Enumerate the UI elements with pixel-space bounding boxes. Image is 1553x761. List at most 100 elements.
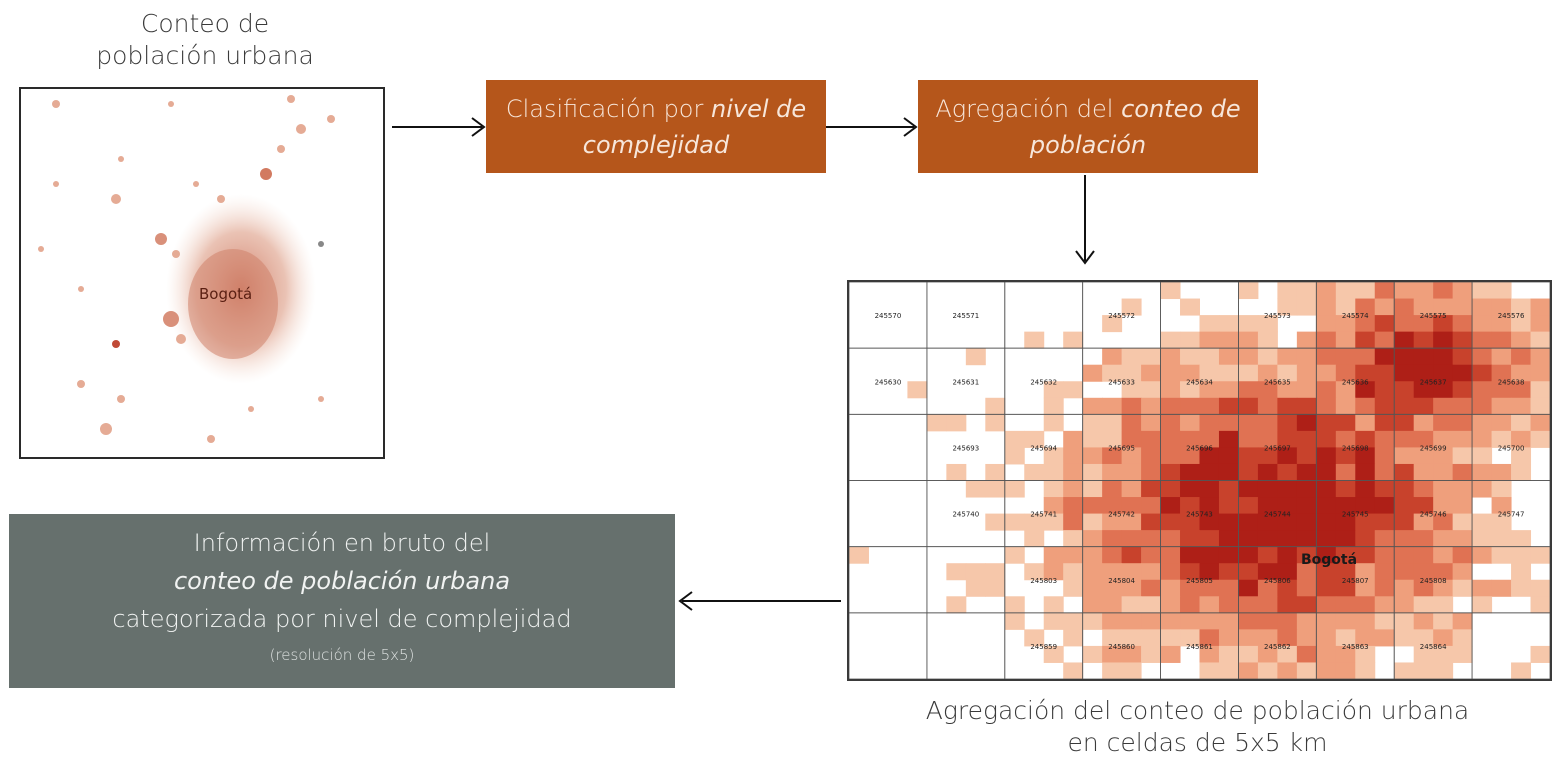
density-pixel [1199, 513, 1220, 531]
density-pixel [1024, 530, 1045, 548]
density-pixel [1199, 463, 1220, 481]
density-pixel [1121, 463, 1142, 481]
density-pixel [1257, 546, 1278, 564]
density-pixel [1530, 315, 1550, 333]
density-pixel [1296, 546, 1317, 564]
density-pixel [1472, 364, 1493, 382]
grid-cell-id: 245806 [1264, 577, 1291, 585]
density-pixel [1296, 430, 1317, 448]
raw-map-city-label: Bogotá [199, 285, 252, 303]
density-pixel [1413, 315, 1434, 333]
density-pixel [1257, 348, 1278, 366]
density-pixel [1394, 563, 1415, 581]
density-pixel [1355, 513, 1376, 531]
grid-cell-id: 245570 [875, 312, 902, 320]
density-pixel [1160, 629, 1181, 647]
density-pixel [1335, 414, 1356, 432]
density-pixel [1491, 530, 1512, 548]
density-pixel [1335, 497, 1356, 515]
density-pixel [1199, 430, 1220, 448]
density-pixel [1452, 546, 1473, 564]
density-pixel [1374, 348, 1395, 366]
density-pixel [1316, 546, 1337, 564]
density-pixel [1199, 331, 1220, 349]
density-pixel [1296, 662, 1317, 679]
density-pixel [1199, 447, 1220, 465]
density-pixel [1472, 414, 1493, 432]
density-pixel [1277, 364, 1298, 382]
density-pixel [1433, 596, 1454, 614]
density-pixel [1257, 430, 1278, 448]
density-pixel [1218, 596, 1239, 614]
density-pixel [1218, 381, 1239, 399]
density-pixel [1374, 315, 1395, 333]
grid-cell-id: 245807 [1342, 577, 1369, 585]
density-pixel [985, 463, 1006, 481]
density-pixel [907, 381, 928, 399]
density-pixel [1394, 596, 1415, 614]
density-pixel [1530, 381, 1550, 399]
density-pixel [1394, 530, 1415, 548]
density-pixel [1413, 629, 1434, 647]
density-pixel [985, 563, 1006, 581]
density-pixel [1082, 546, 1103, 564]
density-pixel [1472, 480, 1493, 498]
density-pixel [1452, 563, 1473, 581]
grid-cell-id: 245637 [1420, 378, 1447, 386]
density-pixel [1141, 513, 1162, 531]
density-pixel [1218, 414, 1239, 432]
result-note: (resolución de 5x5) [269, 646, 415, 664]
density-pixel [1199, 596, 1220, 614]
density-pixel [1394, 447, 1415, 465]
density-pixel [1511, 414, 1532, 432]
density-pixel [1355, 381, 1376, 399]
density-pixel [1004, 596, 1025, 614]
density-pixel [1063, 513, 1084, 531]
grid-cell-id: 245633 [1108, 378, 1135, 386]
density-pixel [1102, 563, 1123, 581]
density-pixel [1316, 662, 1337, 679]
density-pixel [1296, 447, 1317, 465]
density-pixel [1413, 530, 1434, 548]
density-pixel [1180, 331, 1200, 349]
density-pixel [1102, 414, 1123, 432]
density-pixel [1355, 282, 1376, 300]
density-pixel [1141, 381, 1162, 399]
density-pixel [1102, 497, 1123, 515]
density-pixel [1491, 480, 1512, 498]
density-pixel [1491, 298, 1512, 316]
density-layer [849, 282, 1550, 679]
density-pixel [1043, 563, 1064, 581]
density-pixel [1374, 364, 1395, 382]
density-pixel [1238, 579, 1259, 597]
density-pixel [1491, 381, 1512, 399]
density-pixel [1394, 612, 1415, 630]
density-pixel [1452, 331, 1473, 349]
density-pixel [1121, 430, 1142, 448]
density-pixel [1413, 645, 1434, 663]
arrow-classification-to-aggregation [826, 117, 918, 137]
density-pixel [1160, 612, 1181, 630]
density-pixel [1024, 563, 1045, 581]
grid-cell-id: 245742 [1108, 511, 1135, 519]
density-pixel [1530, 331, 1550, 349]
density-pixel [985, 513, 1006, 531]
density-pixel [1082, 563, 1103, 581]
density-pixel [1102, 430, 1123, 448]
density-pixel [1063, 497, 1084, 515]
density-pixel [1472, 447, 1493, 465]
density-pixel [1141, 530, 1162, 548]
density-pixel [1433, 447, 1454, 465]
density-pixel [1452, 298, 1473, 316]
density-pixel [1413, 381, 1434, 399]
density-pixel [1413, 662, 1434, 679]
grid-cell-id: 245863 [1342, 643, 1369, 651]
density-pixel [1063, 579, 1084, 597]
density-pixel [1374, 629, 1395, 647]
density-pixel [1121, 497, 1142, 515]
density-pixel [1257, 497, 1278, 515]
density-pixel [1394, 397, 1415, 415]
density-pixel [1296, 563, 1317, 581]
density-pixel [1433, 513, 1454, 531]
